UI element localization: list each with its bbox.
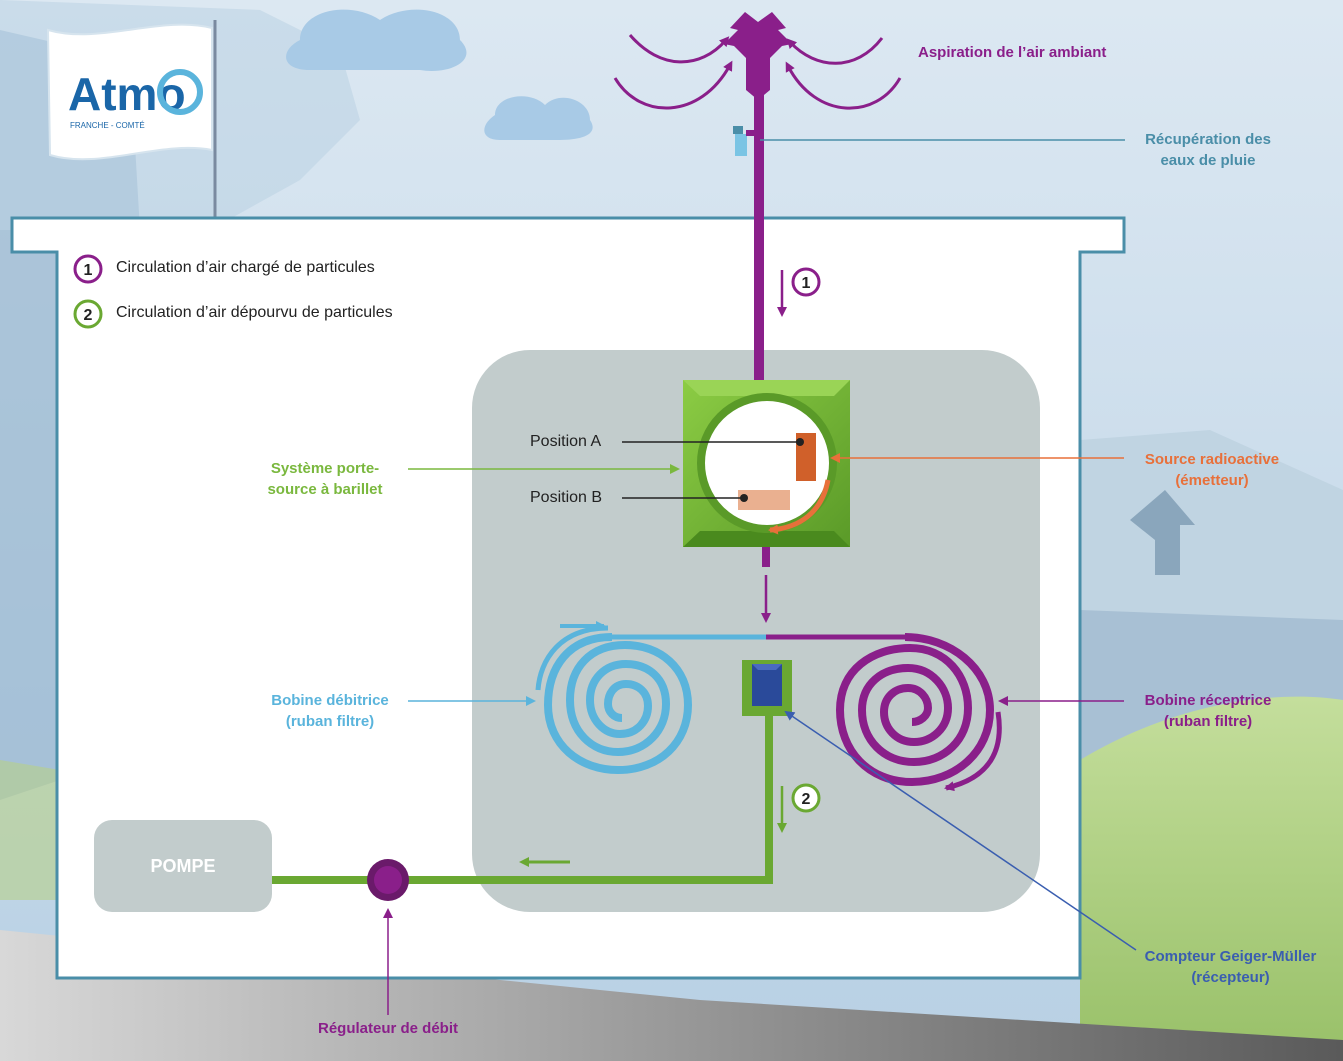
intake-tube [754, 95, 764, 380]
source-position-b [738, 490, 790, 510]
road [0, 930, 1343, 1061]
systeme-label-line-1: Système porte- [270, 460, 380, 477]
pump-label: POMPE [150, 856, 216, 876]
legend-text-2: Circulation d’air dépourvu de particules [116, 304, 393, 321]
bobine-debitrice-label: Bobine débitrice (ruban filtre) [232, 690, 428, 732]
pump-box [94, 820, 272, 912]
legend-badge-1 [73, 254, 103, 284]
barrel-rotation-arrow [768, 479, 831, 535]
exhaust-pipe-vertical [765, 716, 773, 884]
position-b-label: Position B [530, 489, 603, 506]
logo: Atmo FRANCHE - COMTÉ [46, 20, 217, 230]
bobine-debitrice-line-2: (ruban filtre) [285, 713, 375, 730]
compteur-label: Compteur Geiger-Müller (récepteur) [1118, 946, 1343, 988]
flow-marker-1 [791, 267, 821, 297]
takeup-reel-arrow [944, 711, 1002, 792]
takeup-reel-spiral [835, 633, 995, 787]
air-intake-head [724, 12, 792, 380]
house-chimney [1130, 490, 1195, 575]
rain-collector-cap [733, 126, 743, 134]
flag [46, 23, 213, 161]
rain-collector-jar [735, 134, 747, 156]
exhaust-pipe [270, 716, 773, 884]
suction-arrow-lower-right [785, 61, 902, 110]
legend-badge-1-number: 1 [84, 262, 93, 279]
suction-arrow-upper-right [786, 37, 884, 65]
barrel-disc [697, 393, 837, 533]
rain-collector-pipe [746, 130, 762, 136]
building-left-lower [0, 230, 60, 800]
house-roof [1080, 430, 1343, 620]
aspiration-label: Aspiration de l’air ambiant [918, 44, 1107, 61]
suction-arrow-upper-left [628, 34, 730, 64]
exhaust-pipe-horizontal [270, 876, 773, 884]
geiger-counter-bevel [752, 664, 782, 670]
recuperation-label-line-1: Récupération des [1145, 131, 1271, 148]
bobine-receptrice-line-2: (ruban filtre) [1163, 713, 1253, 730]
tube-below-holder [762, 547, 770, 567]
legend-text-1: Circulation d’air chargé de particules [116, 259, 375, 276]
systeme-label-line-2: source à barillet [267, 481, 383, 498]
flow-marker-2-number: 2 [802, 791, 811, 808]
rain-collector [733, 126, 762, 156]
flow-marker-2 [791, 783, 821, 813]
source-label: Source radioactive (émetteur) [1112, 449, 1312, 491]
geiger-leader [784, 710, 1137, 951]
suction-arrows [613, 34, 902, 110]
suction-arrow-lower-left [613, 60, 733, 110]
cloud-1 [286, 9, 467, 71]
position-b-dot [740, 494, 748, 502]
bobine-debitrice-line-1: Bobine débitrice [271, 692, 389, 709]
legend-badge-2-number: 2 [84, 307, 93, 324]
intake-cap [724, 12, 792, 100]
grass-left [0, 760, 60, 900]
compteur-label-line-2: (récepteur) [1191, 969, 1270, 986]
recuperation-label-line-2: eaux de pluie [1160, 152, 1256, 169]
source-holder [683, 380, 850, 547]
bobine-receptrice-label: Bobine réceptrice (ruban filtre) [1108, 690, 1308, 732]
systeme-label: Système porte- source à barillet [230, 458, 420, 500]
geiger-counter-body [752, 664, 782, 706]
regulateur-label: Régulateur de débit [317, 1020, 459, 1037]
takeup-reel [835, 633, 1002, 792]
source-holder-bevel-bottom [683, 531, 850, 547]
flow-regulator-center [374, 866, 402, 894]
cloud-2 [484, 96, 593, 140]
flow-marker-1-number: 1 [802, 275, 811, 292]
geiger-counter [742, 660, 792, 716]
source-holder-bevel-top [683, 380, 850, 396]
source-label-line-1: Source radioactive [1144, 451, 1280, 468]
supply-reel-outer-arc [535, 625, 609, 691]
source-label-line-2: (émetteur) [1175, 472, 1249, 489]
position-a-label: Position A [530, 433, 602, 450]
grass [1080, 696, 1343, 1061]
supply-reel [535, 621, 693, 775]
supply-reel-spiral [543, 633, 693, 775]
compteur-label-line-1: Compteur Geiger-Müller [1144, 948, 1317, 965]
position-a-dot [796, 438, 804, 446]
logo-subtitle: FRANCHE - COMTÉ [70, 121, 145, 130]
recuperation-label: Récupération des eaux de pluie [1110, 129, 1306, 171]
legend-badge-2 [73, 299, 103, 329]
logo-ring [157, 69, 203, 115]
bobine-receptrice-line-1: Bobine réceptrice [1144, 692, 1272, 709]
